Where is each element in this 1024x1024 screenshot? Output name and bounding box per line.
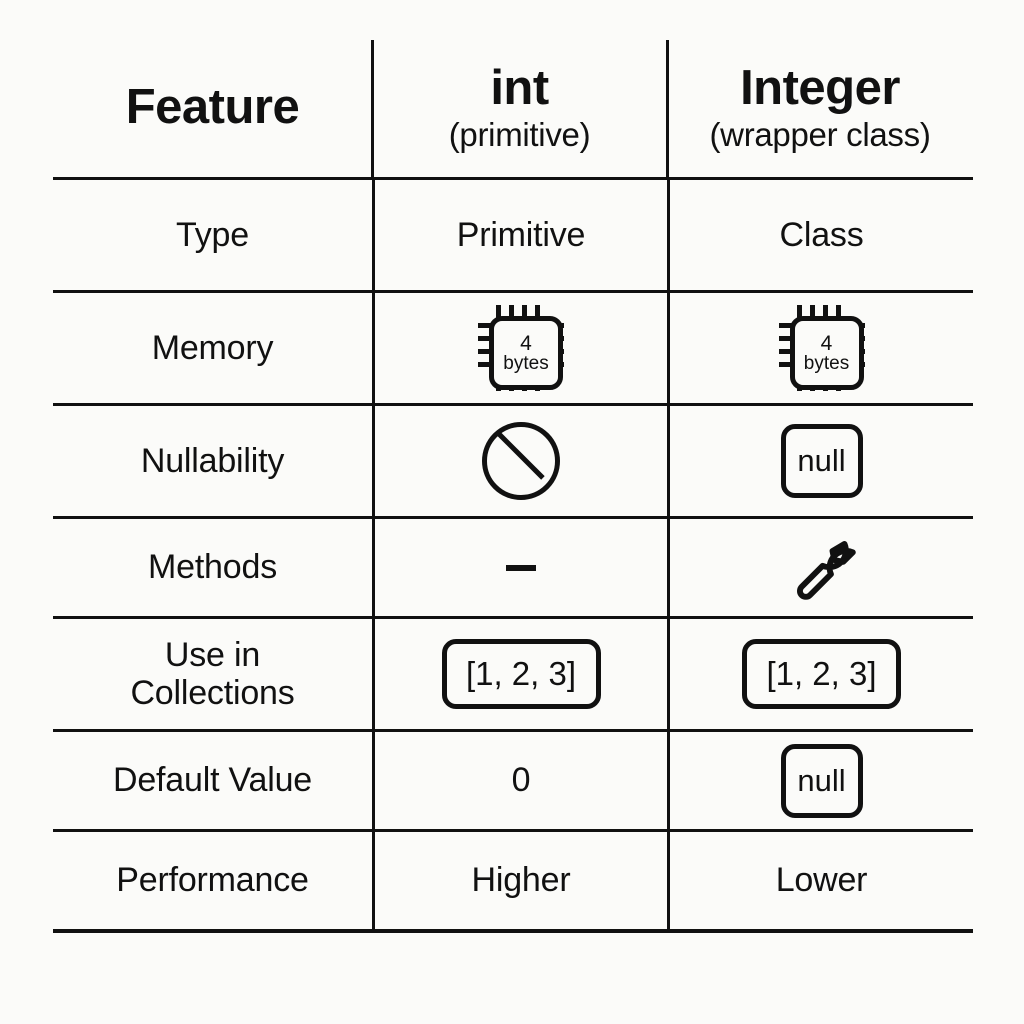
dash-icon xyxy=(506,564,536,571)
chip-icon-wrap-integer: 4 bytes xyxy=(778,305,865,391)
table-header-row: Feature int (primitive) Integer (wrapper… xyxy=(53,38,973,177)
header-integer-stack: Integer (wrapper class) xyxy=(709,60,931,153)
row-label-line1: Use in xyxy=(164,635,261,674)
cell-default-int: 0 xyxy=(372,732,667,829)
chip-body: 4 bytes xyxy=(489,316,563,390)
table-bottom-rule xyxy=(53,929,973,933)
list-token-box: [1, 2, 3] xyxy=(742,639,901,709)
cell-value-text: Higher xyxy=(471,861,571,899)
chip-unit: bytes xyxy=(803,353,850,374)
chip-number: 4 xyxy=(520,332,532,355)
table-row-methods: Methods xyxy=(53,516,973,616)
cell-performance-integer: Lower xyxy=(667,832,973,929)
cell-type-int: Primitive xyxy=(372,180,667,290)
chip-icon-wrap-int: 4 bytes xyxy=(478,305,564,391)
prohibited-icon xyxy=(482,422,560,500)
cell-value-text: Primitive xyxy=(456,215,586,254)
row-label-text: Use in Collections xyxy=(130,636,294,712)
cell-methods-int xyxy=(372,519,667,616)
wrench-icon xyxy=(796,540,856,600)
null-token-text: null xyxy=(797,443,846,478)
chip-body: 4 bytes xyxy=(789,316,864,390)
row-label-text: Performance xyxy=(116,861,309,900)
cell-value-text: 0 xyxy=(511,761,531,799)
null-token-box: null xyxy=(780,743,863,818)
table-row-default-value: Default Value 0 null xyxy=(53,729,973,829)
cell-collections-int: [1, 2, 3] xyxy=(372,619,667,729)
comparison-table: Feature int (primitive) Integer (wrapper… xyxy=(53,38,973,933)
row-label-methods: Methods xyxy=(53,519,372,616)
header-int-stack: int (primitive) xyxy=(448,60,591,153)
header-cell-integer: Integer (wrapper class) xyxy=(665,38,973,177)
list-token-box: [1, 2, 3] xyxy=(441,639,601,709)
table-row-memory: Memory xyxy=(53,290,973,403)
cell-value-text: Lower xyxy=(775,861,868,899)
header-feature-stack: Feature xyxy=(125,79,300,134)
cell-default-integer: null xyxy=(667,732,973,829)
null-token-text: null xyxy=(797,762,846,798)
row-label-performance: Performance xyxy=(53,832,372,929)
cell-value-text: Class xyxy=(779,215,864,254)
list-token-text: [1, 2, 3] xyxy=(465,655,577,692)
row-label-text: Methods xyxy=(147,548,277,587)
cell-performance-int: Higher xyxy=(372,832,667,929)
header-feature-label: Feature xyxy=(125,79,300,134)
row-label-line2: Collections xyxy=(130,674,295,712)
cell-nullability-int xyxy=(372,406,667,516)
header-cell-feature: Feature xyxy=(53,38,372,177)
row-label-use-in-collections: Use in Collections xyxy=(53,619,372,729)
row-label-default-value: Default Value xyxy=(53,732,372,829)
cell-memory-integer: 4 bytes xyxy=(667,293,973,403)
cell-methods-integer xyxy=(667,519,973,616)
row-label-text: Type xyxy=(176,215,249,254)
table-row-type: Type Primitive Class xyxy=(53,177,973,290)
row-label-text: Memory xyxy=(151,328,274,367)
null-token-box: null xyxy=(780,424,863,498)
list-token-text: [1, 2, 3] xyxy=(766,655,877,692)
cell-collections-integer: [1, 2, 3] xyxy=(667,619,973,729)
row-label-memory: Memory xyxy=(53,293,372,403)
header-int-label: int xyxy=(490,60,549,115)
cell-type-integer: Class xyxy=(667,180,973,290)
table-row-use-in-collections: Use in Collections [1, 2, 3] [1, 2, 3] xyxy=(53,616,973,729)
row-label-text: Default Value xyxy=(112,761,312,800)
header-int-sublabel: (primitive) xyxy=(448,115,591,153)
cpu-chip-icon: 4 bytes xyxy=(478,305,564,391)
table-row-performance: Performance Higher Lower xyxy=(53,829,973,929)
header-integer-sublabel: (wrapper class) xyxy=(709,115,931,153)
chip-number: 4 xyxy=(820,332,833,355)
row-label-nullability: Nullability xyxy=(53,406,372,516)
header-integer-label: Integer xyxy=(740,60,900,115)
chip-unit: bytes xyxy=(503,353,549,374)
row-label-type: Type xyxy=(53,180,372,290)
header-cell-int: int (primitive) xyxy=(370,38,667,177)
cell-nullability-integer: null xyxy=(667,406,973,516)
cell-memory-int: 4 bytes xyxy=(372,293,667,403)
table-row-nullability: Nullability null xyxy=(53,403,973,516)
row-label-text: Nullability xyxy=(140,441,285,480)
cpu-chip-icon: 4 bytes xyxy=(778,305,865,391)
